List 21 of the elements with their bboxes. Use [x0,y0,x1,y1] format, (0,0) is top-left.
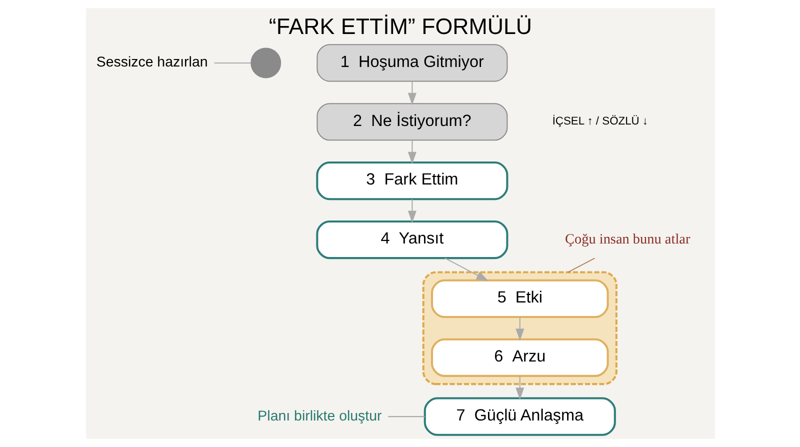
node-text: Çoğu insan bunu atlar [564,232,690,248]
arrow [407,140,416,164]
node-text: Planı birlikte oluştur [257,408,382,424]
arrow [515,376,524,400]
label: İÇSEL ↑ / SÖZLÜ ↓ [552,116,648,128]
node-text: Sessizce hazırlan [96,54,208,71]
node-box: 5 Etki [430,279,608,318]
node-box: 2 Ne İstiyorum? [316,103,508,141]
node-box: 4 Yansıt [316,220,508,260]
node-box: 7 Güçlü Anlaşma [423,397,616,436]
arrow [515,317,524,341]
diagram-title: “FARK ETTİM” FORMÜLÜ [268,14,532,40]
connector [388,416,424,418]
node-person [250,48,281,78]
arrow [407,199,416,223]
node-box: 1 Hoşuma Gitmiyor [316,44,508,82]
arrow [407,81,416,106]
node-box: 6 Arzu [430,338,608,377]
connector [214,62,250,64]
connector [567,258,594,273]
node-box: 3 Fark Ettim [316,162,508,200]
